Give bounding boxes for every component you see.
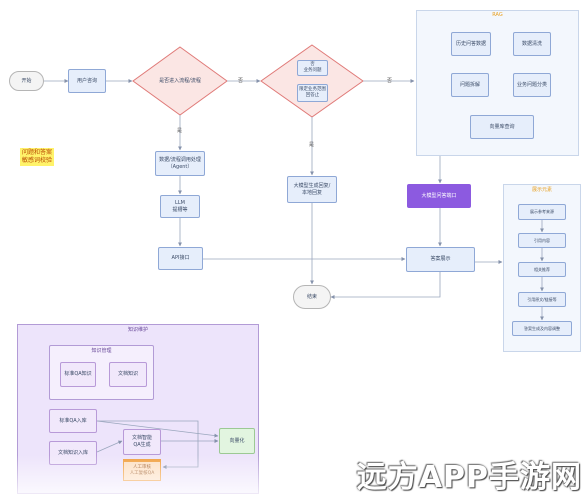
llm-node[interactable]: LLM 提槽等 [160,195,200,218]
display-item-adjust[interactable]: 答案生成及内容调整 [512,321,572,336]
rag-data-cleaning[interactable]: 数据清洗 [513,32,551,56]
sensitive-word-note: 问题和答案 敏感词校验 [20,148,55,166]
edge-label-no-2: 否 [387,78,393,84]
end-node[interactable]: 结束 [293,285,331,309]
business-scope-box[interactable]: 限定业务范围 回答止 [297,84,328,102]
display-item-source[interactable]: 展示参考来源 [518,204,566,220]
std-qa-input[interactable]: 标准QA入库 [49,409,97,433]
rag-history-qa[interactable]: 历史问答数据 [451,32,491,56]
decision-process-label[interactable]: 是否进入流程/流程 [159,77,201,84]
knowledge-maintenance-title: 知识维护 [127,327,148,333]
display-item-recommend[interactable]: 相关推荐 [518,262,566,277]
knowledge-management-title: 知识管理 [91,348,112,354]
human-review-node[interactable]: 人工审核 人工复核QA [123,459,161,481]
business-question-box[interactable]: 否 业务问题 [297,60,328,76]
api-node[interactable]: API接口 [158,247,203,270]
edge-label-no: 否 [238,78,244,84]
llm-qa-port-node[interactable]: 大模型问答端口 [407,184,471,208]
rag-vector-query[interactable]: 向量库查询 [470,115,534,139]
rag-business-classify[interactable]: 业务问题分类 [513,73,551,97]
answer-display-node[interactable]: 答案展示 [406,247,475,272]
decision-business-diamond [260,44,364,118]
start-node[interactable]: 开始 [9,71,44,91]
bigmodel-reply-node[interactable]: 大模型生成回复/ 本地回复 [287,176,337,203]
edge-doc-to-docqa [96,440,123,453]
doc-knowledge-input[interactable]: 文档知识入库 [49,441,97,465]
edge-label-yes-2: 是 [309,142,315,148]
site-watermark: 远方APP手游网 [356,460,582,495]
user-question-node[interactable]: 用户咨询 [68,69,106,93]
display-item-link[interactable]: 引用原文/链接等 [518,292,566,307]
display-item-quote[interactable]: 引用内容 [518,233,566,248]
rag-question-split[interactable]: 问题拆解 [451,73,489,97]
doc-knowledge[interactable]: 文档知识 [109,362,147,387]
display-elements-title: 展示元素 [531,187,552,193]
vectorize-node[interactable]: 向量化 [219,428,255,454]
agent-node[interactable]: 数据/流程调用处理 （Agent） [155,151,205,176]
edge-answer-to-end [330,272,441,299]
doc-qa-generation[interactable]: 文档智能 QA生成 [123,429,161,455]
edge-label-yes: 是 [177,128,183,134]
rag-panel-title: RAG [492,12,503,18]
std-qa-knowledge[interactable]: 标准QA知识 [60,362,96,387]
